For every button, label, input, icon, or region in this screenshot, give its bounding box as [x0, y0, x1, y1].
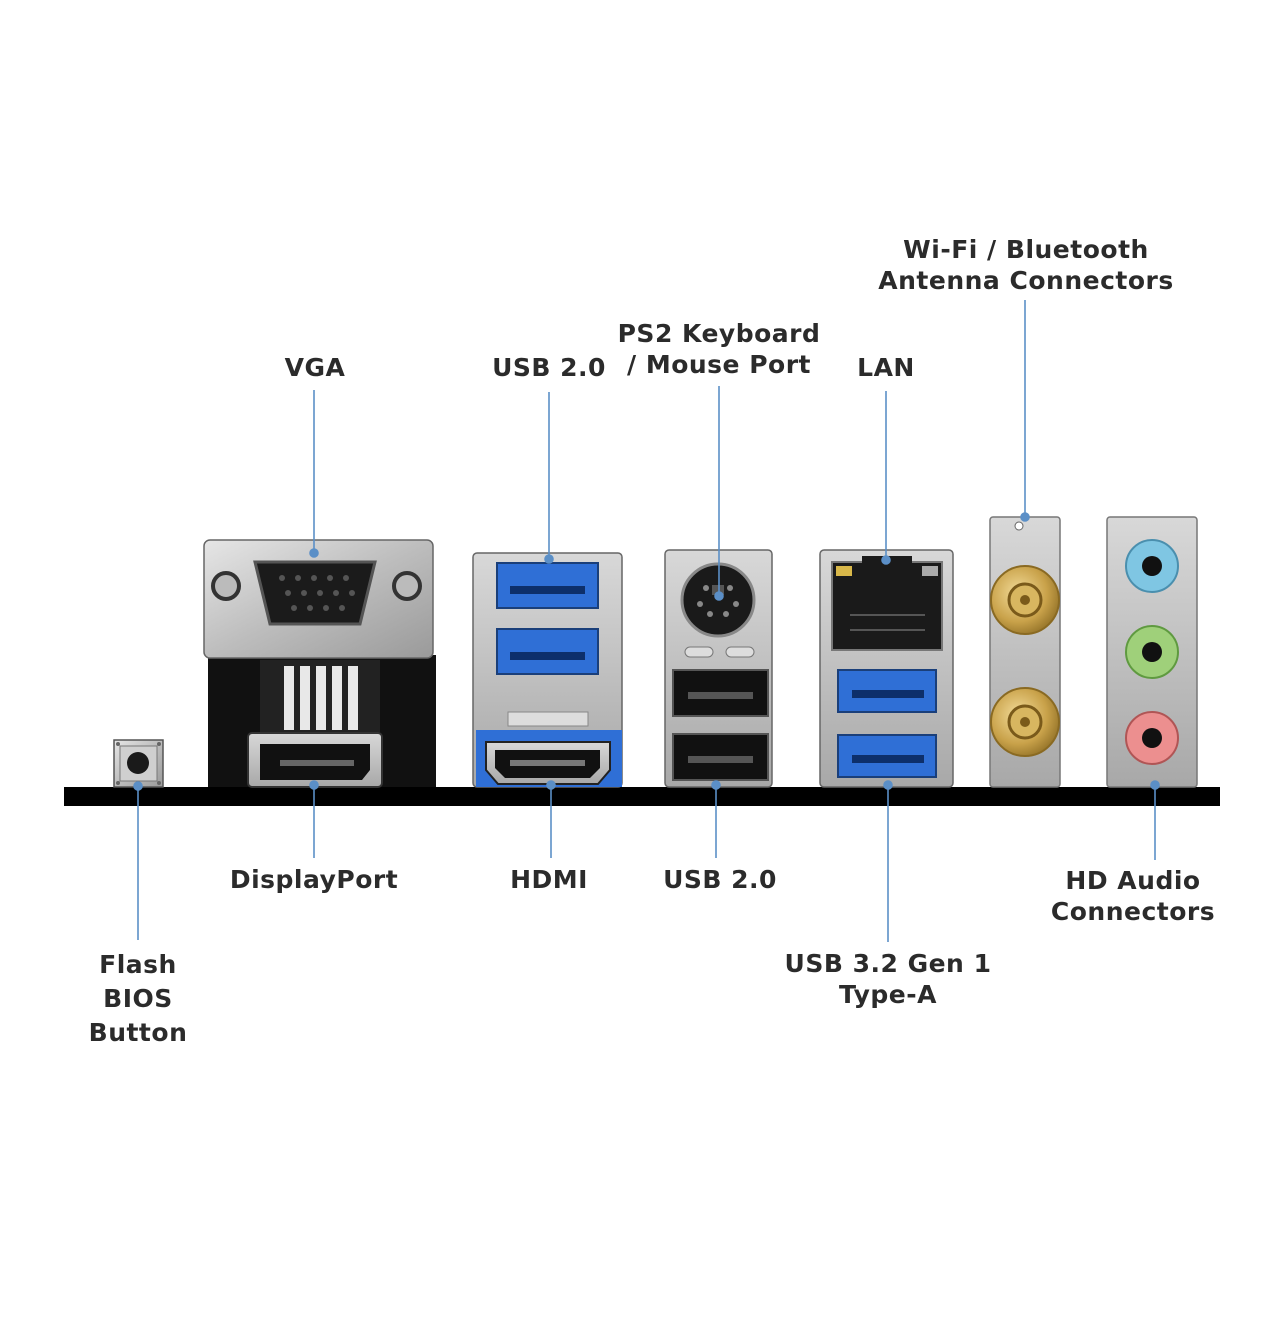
label-displayport: DisplayPort [229, 865, 399, 894]
label-usb20-bottom: USB 2.0 [663, 865, 777, 894]
label-vga: VGA [284, 353, 346, 382]
label-lan: LAN [857, 353, 915, 382]
label-usb20-top: USB 2.0 [492, 353, 606, 382]
label-usb32: USB 3.2 Gen 1 Type-A [784, 949, 992, 1009]
label-ps2: PS2 Keyboard / Mouse Port [617, 319, 821, 379]
vga-displayport-block [203, 539, 436, 788]
flash-bios-button-graphic [113, 739, 164, 788]
label-flash-bios: Flash BIOS Button [88, 950, 188, 1047]
ps2-usb20-block [664, 549, 773, 788]
io-shield-bar [64, 787, 1220, 806]
leader-lines [133, 300, 1160, 942]
wifi-antenna-block [989, 516, 1061, 788]
lan-usb32-block [819, 549, 954, 788]
usb-hdmi-block [472, 552, 623, 788]
label-audio: HD Audio Connectors [1050, 866, 1216, 926]
hd-audio-block [1106, 516, 1198, 788]
label-hdmi: HDMI [510, 865, 588, 894]
label-wifi: Wi-Fi / Bluetooth Antenna Connectors [878, 235, 1174, 295]
